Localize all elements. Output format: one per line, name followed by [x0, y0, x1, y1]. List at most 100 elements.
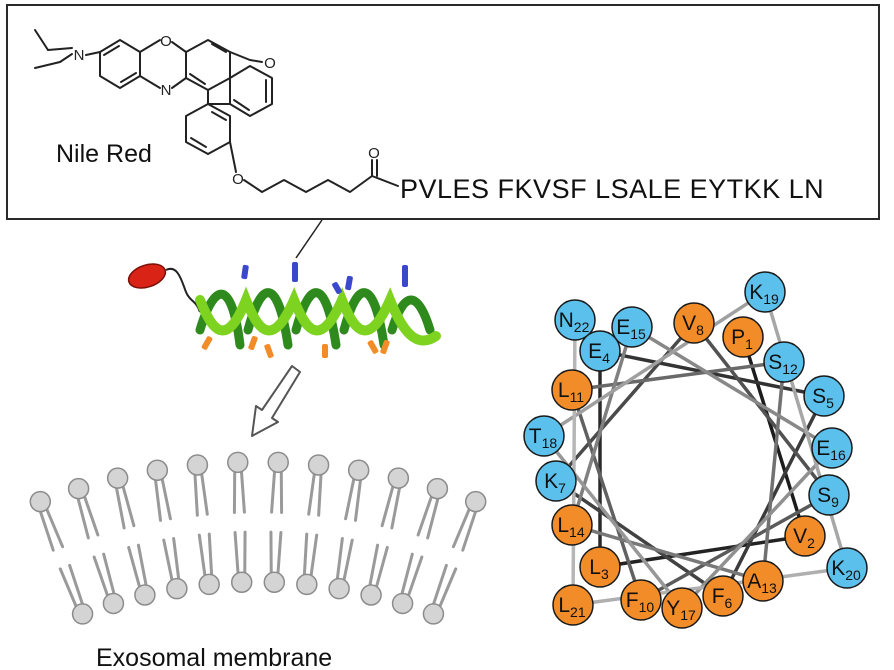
residue-label: K7 [544, 470, 566, 496]
lipid [380, 467, 410, 530]
wheel-residue: V8 [673, 302, 715, 344]
wheel-residue: Y17 [661, 587, 703, 629]
lipid [29, 490, 65, 552]
lipid [146, 459, 172, 522]
lipid [328, 537, 354, 600]
residue-circle [661, 587, 703, 629]
wheel-residue: S9 [808, 474, 850, 516]
residue-label: Y17 [666, 597, 696, 623]
residue-label: F6 [712, 585, 733, 611]
ring-oxygen-label: O [160, 33, 172, 50]
structure-panel [6, 4, 880, 220]
residue-circle [551, 369, 593, 411]
residue-label: L21 [558, 594, 585, 620]
lipid [267, 451, 289, 514]
residue-label: F10 [626, 589, 655, 615]
carbonyl-oxygen-label: O [368, 145, 380, 162]
residue-circle [826, 547, 868, 589]
wheel-residue: A13 [742, 560, 784, 602]
wheel-residue: T18 [523, 415, 565, 457]
lipid [186, 454, 209, 517]
residue-circle [722, 316, 764, 358]
lipid [344, 459, 370, 522]
residue-label: E16 [816, 437, 846, 463]
residue-circle [579, 546, 621, 588]
residue-circle [554, 299, 596, 341]
residue-circle [763, 341, 805, 383]
lipid [58, 563, 94, 625]
wheel-connection [571, 523, 764, 583]
wheel-residue: N22 [554, 299, 596, 341]
lipid [360, 543, 389, 606]
residue-circle [523, 415, 565, 457]
residue-circle [803, 375, 845, 417]
residue-label: K19 [749, 281, 779, 307]
wheel-connection [631, 325, 833, 450]
residue-circle [744, 271, 786, 313]
wheel-connection [570, 326, 634, 526]
wheel-residue: V2 [784, 515, 826, 557]
lipid [230, 530, 253, 594]
wheel-connection [571, 360, 785, 392]
wheel-connection [599, 534, 806, 569]
helix-front-ribbon [195, 286, 441, 346]
residue-label: V2 [793, 525, 815, 551]
membrane-label: Exosomal membrane [96, 644, 332, 670]
residue-label: A13 [747, 570, 777, 596]
lipid [296, 532, 319, 596]
connector-line [295, 219, 323, 259]
lipid [127, 543, 156, 606]
wheel-connection [570, 389, 643, 601]
lipid [307, 454, 330, 517]
residue-circle [784, 515, 826, 557]
hydrophilic-side-chains [241, 262, 408, 294]
lipid [451, 490, 487, 552]
residue-label: L3 [589, 556, 609, 582]
wheel-residue: K7 [535, 460, 577, 502]
residue-label: S9 [817, 484, 839, 510]
linker-tether [165, 267, 201, 313]
residue-circle [811, 427, 853, 469]
wheel-connection [571, 319, 577, 606]
wheel-residue: L3 [579, 546, 621, 588]
residue-label: P1 [731, 326, 753, 352]
residue-circle [535, 460, 577, 502]
wheel-residue: L21 [552, 584, 594, 626]
lipid [391, 552, 424, 615]
wheel-connection [555, 479, 724, 598]
residue-circle [673, 302, 715, 344]
residue-circle [552, 584, 594, 626]
nile-red-structure [34, 29, 399, 193]
wheel-residue: F6 [702, 575, 744, 617]
residue-label: K20 [831, 557, 861, 583]
residue-label: L14 [557, 514, 584, 540]
wheel-residue: K19 [744, 271, 786, 313]
lipid [92, 552, 125, 615]
ether-oxygen-label: O [232, 171, 244, 188]
amine-nitrogen-label: N [74, 47, 85, 64]
lipid [227, 451, 249, 514]
lipid [416, 477, 449, 540]
residue-circle [611, 306, 653, 348]
wheel-connection [543, 290, 766, 438]
residue-circle [551, 504, 593, 546]
wheel-connection [741, 336, 807, 537]
exosomal-membrane [29, 451, 487, 625]
wheel-residue: P1 [722, 316, 764, 358]
wheel-residue: L14 [551, 504, 593, 546]
residue-label: S12 [768, 351, 798, 377]
residue-circle [620, 579, 662, 621]
residue-label: E15 [616, 316, 646, 342]
helix-back-ribbon [195, 288, 435, 350]
lipid [162, 537, 188, 600]
residue-circle [702, 575, 744, 617]
ring-nitrogen-label: N [161, 82, 172, 99]
insertion-arrow [251, 365, 301, 437]
helical-wheel-connections [542, 290, 849, 610]
hydrophobic-side-chains [201, 335, 390, 359]
wheel-connection [640, 493, 830, 602]
wheel-connection [761, 361, 786, 582]
